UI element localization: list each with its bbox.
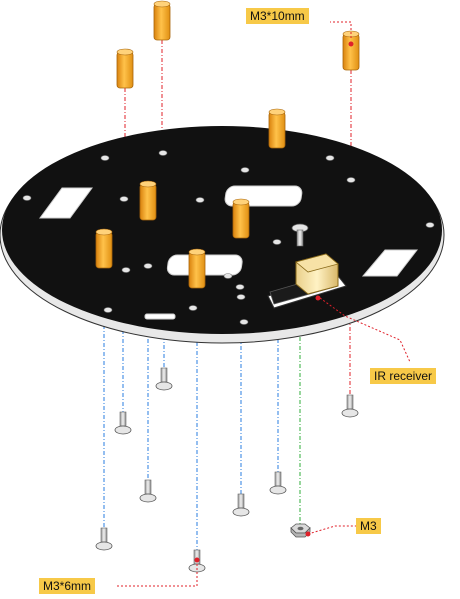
- hole: [103, 307, 113, 313]
- hole: [121, 267, 131, 273]
- standoffs: [95, 0, 360, 289]
- slot: [39, 187, 93, 219]
- leader-standoff: [330, 21, 352, 38]
- slot: [361, 249, 419, 277]
- leader-screw: [115, 560, 198, 587]
- top-screw: [291, 223, 309, 247]
- nut: [290, 523, 311, 538]
- standoff: [116, 48, 134, 89]
- receiver-sensor-top: [295, 253, 339, 273]
- plate-holes: [22, 150, 435, 325]
- hole: [223, 273, 233, 279]
- standoff: [139, 180, 157, 221]
- plate-top: [2, 126, 442, 334]
- screw: [155, 367, 173, 391]
- hole: [195, 197, 205, 203]
- standoff: [268, 108, 286, 149]
- hole: [272, 239, 282, 245]
- hole: [119, 196, 129, 202]
- leader-lines: [115, 21, 411, 587]
- hole: [143, 263, 153, 269]
- label-screw: M3*6mm: [39, 578, 96, 594]
- hole: [346, 177, 356, 183]
- ir-receiver-module: [267, 253, 347, 309]
- label-standoff: M3*10mm: [246, 8, 309, 24]
- hole: [425, 222, 435, 228]
- hole: [239, 319, 249, 325]
- standoff: [188, 248, 206, 289]
- hole: [22, 195, 32, 201]
- standoff: [153, 0, 171, 41]
- hole: [235, 284, 245, 290]
- hole: [240, 167, 250, 173]
- screw: [95, 527, 113, 551]
- label-nut: M3: [356, 518, 381, 534]
- hole: [188, 305, 198, 311]
- plate-slots: [39, 185, 419, 320]
- screw: [139, 479, 157, 503]
- standoff: [95, 228, 113, 269]
- screw: [114, 411, 132, 435]
- screw: [269, 471, 287, 495]
- chassis-plate: [0, 126, 445, 344]
- leader-receiver: [319, 297, 411, 363]
- screw: [341, 394, 359, 418]
- hole: [236, 294, 246, 300]
- screw: [232, 493, 250, 517]
- hole: [100, 155, 110, 161]
- bottom-screws: [95, 367, 359, 573]
- hole: [158, 150, 168, 156]
- hole: [325, 155, 335, 161]
- receiver-leader-dot: [315, 295, 321, 301]
- standoff: [232, 198, 250, 239]
- slot: [144, 313, 176, 320]
- label-ir-receiver: IR receiver: [370, 368, 437, 384]
- leader-nut: [307, 525, 356, 535]
